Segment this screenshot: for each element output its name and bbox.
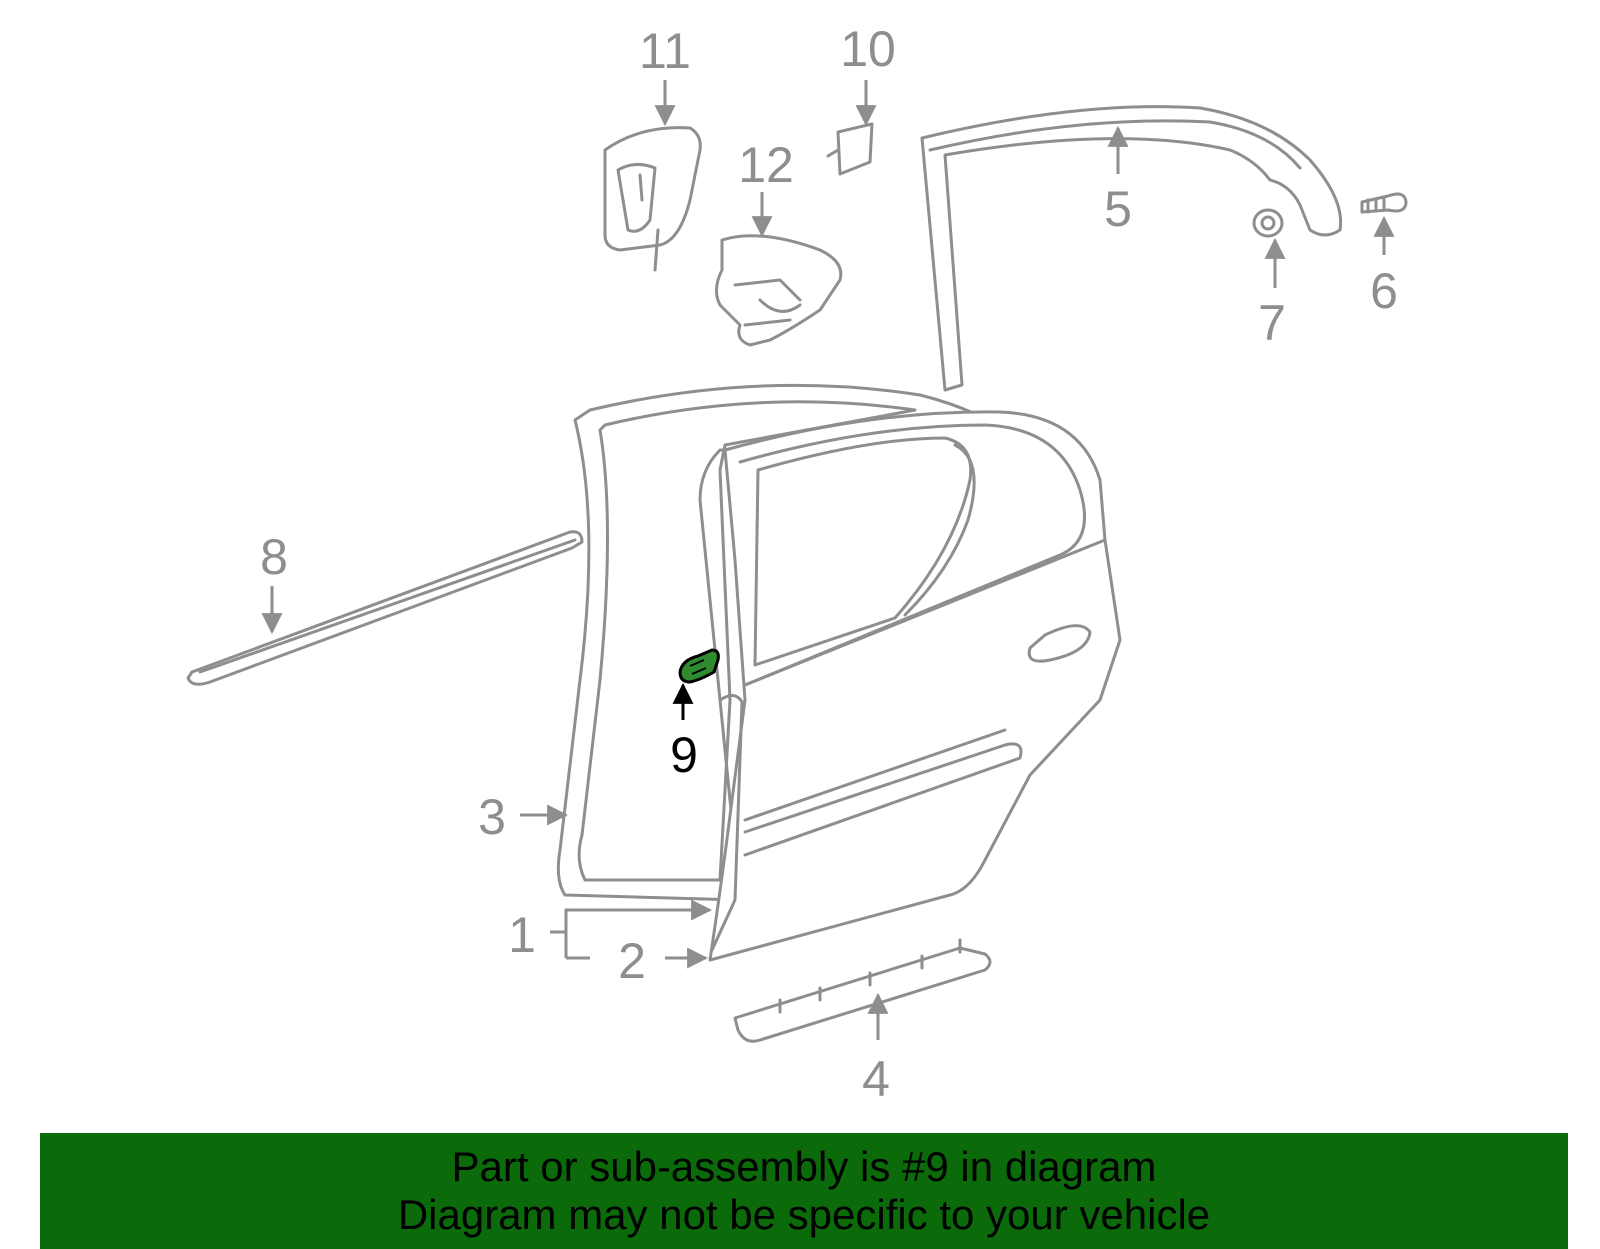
callout-9: 9	[670, 727, 698, 783]
part-5-shape	[920, 105, 1343, 392]
callout-5: 5	[1104, 181, 1132, 237]
part-11-shape	[603, 126, 702, 272]
door-shell-shape	[708, 410, 1122, 962]
part-12-shape	[715, 234, 843, 347]
callout-3: 3	[478, 789, 506, 845]
part-8-shape	[186, 530, 584, 686]
callout-10: 10	[840, 21, 896, 77]
callout-4: 4	[862, 1051, 890, 1107]
callout-11: 11	[639, 23, 691, 79]
callout-1: 1	[508, 907, 536, 963]
callout-7: 7	[1258, 295, 1286, 351]
callout-2: 2	[618, 933, 646, 989]
callout-8: 8	[260, 529, 288, 585]
banner-line-2: Diagram may not be specific to your vehi…	[397, 1191, 1211, 1238]
part-4-shape	[733, 938, 992, 1043]
callout-6: 6	[1370, 263, 1398, 319]
banner-line-1: Part or sub-assembly is #9 in diagram	[451, 1143, 1157, 1190]
info-banner: Part or sub-assembly is #9 in diagram Di…	[40, 1133, 1568, 1249]
part-6-shape	[1360, 192, 1408, 214]
part-9-shape	[678, 648, 720, 684]
part-3-shape	[556, 383, 1042, 902]
callout-12: 12	[738, 137, 794, 193]
part-10-shape	[826, 122, 874, 176]
part-7-shape	[1252, 208, 1284, 238]
leader-lines	[261, 80, 1395, 1040]
